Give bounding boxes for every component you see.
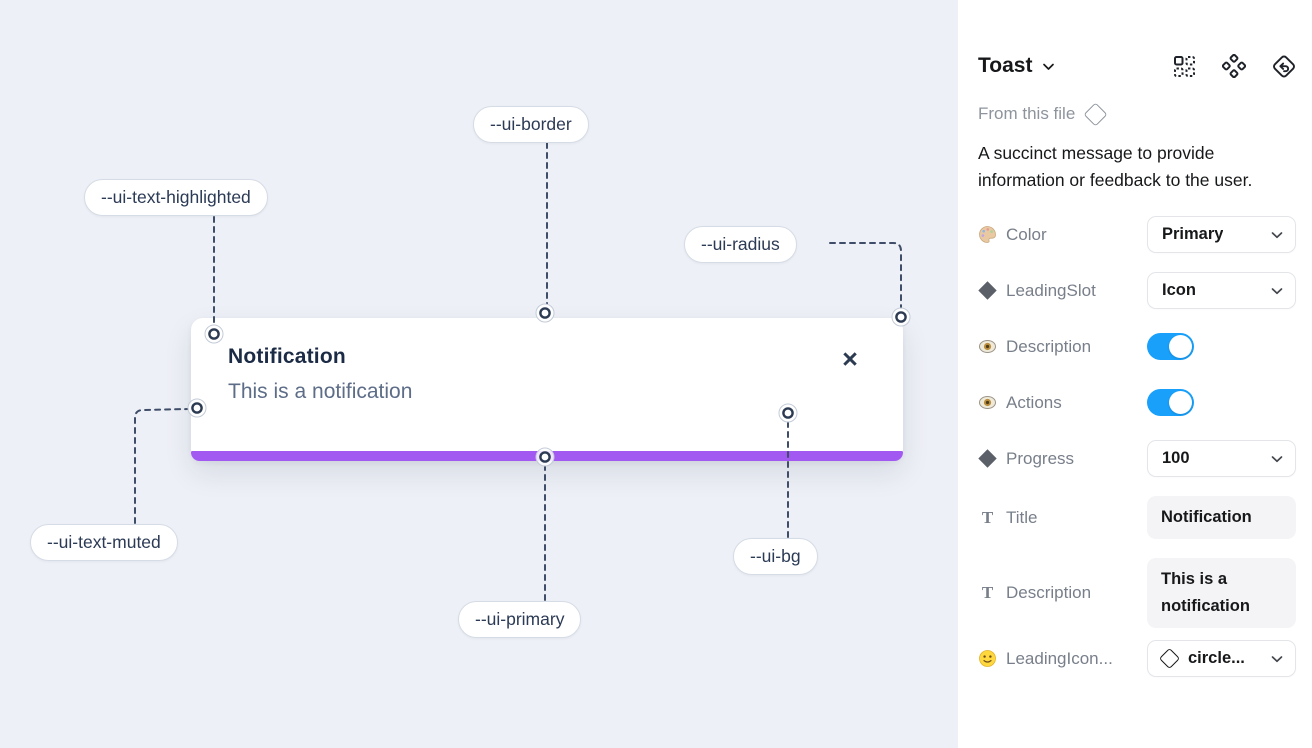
- connector-text-muted: [134, 408, 189, 524]
- color-select[interactable]: Primary: [1147, 216, 1296, 253]
- smiley-icon: [978, 649, 997, 668]
- property-list: Color Primary LeadingSlot Icon: [978, 216, 1296, 677]
- prop-label-text: LeadingIcon...: [1006, 648, 1113, 668]
- palette-icon: [978, 225, 997, 244]
- chevron-down-icon: [1271, 655, 1283, 663]
- prop-row-progress: Progress 100: [978, 440, 1296, 477]
- token-pill-ui-text-highlighted[interactable]: --ui-text-highlighted: [84, 179, 268, 216]
- prop-row-actions-toggle: Actions: [978, 384, 1296, 421]
- chevron-down-icon[interactable]: [1042, 62, 1055, 71]
- token-pill-label: --ui-bg: [750, 546, 801, 566]
- source-label: From this file: [978, 104, 1076, 123]
- token-pill-ui-radius[interactable]: --ui-radius: [684, 226, 797, 263]
- chevron-down-icon: [1271, 455, 1283, 463]
- prop-label-text: Color: [1006, 224, 1047, 244]
- component-diamond-icon: [1083, 101, 1108, 127]
- token-pill-ui-bg[interactable]: --ui-bg: [733, 538, 818, 575]
- leadingicon-select[interactable]: circle...: [1147, 640, 1296, 677]
- connector-radius: [829, 242, 902, 309]
- actions-toggle[interactable]: [1147, 389, 1194, 416]
- toggle-knob: [1169, 391, 1192, 414]
- prop-row-leadingicon: LeadingIcon... circle...: [978, 640, 1296, 677]
- component-description: A succinct message to provide informatio…: [978, 143, 1253, 190]
- prop-label-text: Actions: [1006, 392, 1062, 412]
- prop-label-text: Description: [1006, 336, 1092, 356]
- toast-description: This is a notification: [228, 380, 413, 403]
- component-title: Toast: [978, 54, 1033, 77]
- properties-panel: Toast: [958, 0, 1312, 748]
- prop-label-text: Title: [1006, 507, 1038, 527]
- token-pill-label: --ui-text-highlighted: [101, 187, 251, 207]
- prop-row-color: Color Primary: [978, 216, 1296, 253]
- diamond-icon: [978, 281, 997, 300]
- chevron-down-icon: [1271, 287, 1283, 295]
- source-row: From this file: [978, 101, 1296, 127]
- token-pill-label: --ui-border: [490, 114, 572, 134]
- toast-progress-bar: [191, 451, 903, 461]
- grid-dashed-icon[interactable]: [1172, 54, 1196, 78]
- token-pill-label: --ui-radius: [701, 234, 780, 254]
- prop-row-description-text: T Description This is a notification: [978, 558, 1296, 628]
- text-icon: T: [981, 507, 994, 527]
- leadingslot-select[interactable]: Icon: [1147, 272, 1296, 309]
- prop-row-title: T Title Notification: [978, 496, 1296, 539]
- prop-row-leadingslot: LeadingSlot Icon: [978, 272, 1296, 309]
- prop-row-description-toggle: Description: [978, 328, 1296, 365]
- token-pill-ui-text-muted[interactable]: --ui-text-muted: [30, 524, 178, 561]
- prop-label-text: LeadingSlot: [1006, 280, 1096, 300]
- description-toggle[interactable]: [1147, 333, 1194, 360]
- back-arrow-diamond-icon[interactable]: [1272, 54, 1296, 78]
- variants-diamonds-icon[interactable]: [1222, 54, 1246, 78]
- instance-diamond-icon: [1158, 647, 1181, 670]
- toast-component-preview[interactable]: Notification This is a notification ×: [191, 318, 903, 461]
- prop-label-text: Progress: [1006, 448, 1075, 468]
- eye-icon: [978, 337, 997, 356]
- chevron-down-icon: [1271, 231, 1283, 239]
- token-pill-label: --ui-primary: [475, 609, 565, 629]
- diamond-icon: [978, 449, 997, 468]
- toggle-knob: [1169, 335, 1192, 358]
- eye-icon: [978, 393, 997, 412]
- description-field[interactable]: This is a notification: [1147, 558, 1296, 628]
- text-icon: T: [981, 583, 994, 602]
- close-icon[interactable]: ×: [842, 343, 858, 374]
- title-field[interactable]: Notification: [1147, 496, 1296, 539]
- design-canvas[interactable]: Notification This is a notification ×: [0, 0, 958, 748]
- panel-header-icons: [1172, 54, 1296, 78]
- prop-label-text: Description: [1006, 583, 1092, 602]
- token-pill-label: --ui-text-muted: [47, 532, 161, 552]
- token-pill-ui-primary[interactable]: --ui-primary: [458, 601, 582, 638]
- toast-title: Notification: [228, 345, 346, 368]
- token-pill-ui-border[interactable]: --ui-border: [473, 106, 589, 143]
- panel-header: Toast: [978, 54, 1296, 78]
- progress-select[interactable]: 100: [1147, 440, 1296, 477]
